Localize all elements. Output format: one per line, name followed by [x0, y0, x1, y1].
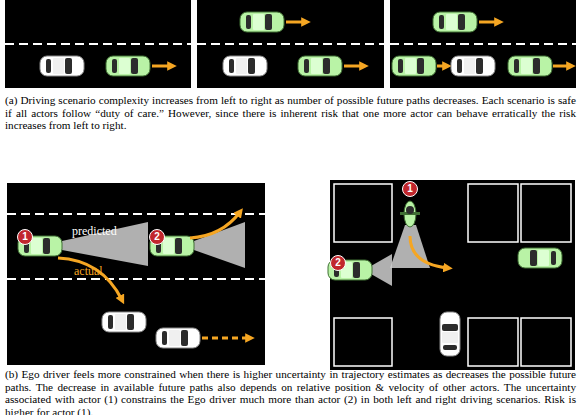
path-label: predicted [72, 224, 152, 239]
actor-car [433, 12, 477, 32]
ego-car [156, 328, 200, 348]
intersection-panel [328, 180, 575, 370]
scenario-panel [5, 0, 191, 88]
highway-panel [7, 183, 265, 365]
actor-car [106, 56, 150, 76]
scenario-panel [390, 0, 576, 88]
ego-car [440, 312, 460, 356]
actual-path [190, 212, 240, 238]
uncertainty-cone [371, 254, 392, 286]
caption: (b) Ego driver feels more constrained wh… [5, 368, 576, 415]
callout-number: 2 [330, 255, 346, 271]
actual-path [410, 236, 448, 268]
path-label: actual [74, 264, 134, 279]
ego-car [102, 312, 146, 332]
actor-car [518, 248, 562, 268]
caption: (a) Driving scenario complexity increase… [5, 94, 576, 132]
ego-car [40, 56, 84, 76]
actor-car [240, 12, 284, 32]
ego-car [451, 56, 495, 76]
actor-car [508, 56, 552, 76]
callout-text: 2 [154, 232, 160, 242]
actor-car [392, 56, 436, 76]
callout-text: 2 [335, 258, 341, 268]
actor-car [298, 56, 342, 76]
scenario-panel [197, 0, 384, 88]
callout-number: 2 [149, 229, 165, 245]
callout-text: 1 [22, 232, 28, 242]
callout-number: 1 [402, 181, 418, 197]
motorcycle [400, 201, 420, 227]
callout-number: 1 [17, 229, 33, 245]
ego-car [223, 56, 267, 76]
callout-text: 1 [407, 184, 413, 194]
